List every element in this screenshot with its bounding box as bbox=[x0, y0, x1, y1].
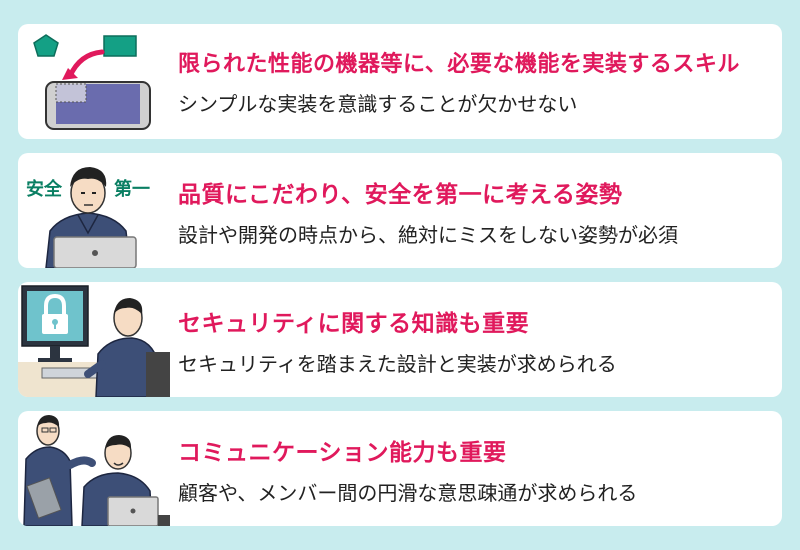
safety-label-left: 安全 bbox=[26, 179, 62, 200]
pentagon-shape-icon bbox=[33, 34, 59, 57]
folder-icon bbox=[26, 477, 62, 519]
card-title: 限られた性能の機器等に、必要な機能を実装するスキル bbox=[178, 52, 740, 77]
skill-card-4: コミュニケーション能力も重要 顧客や、メンバー間の円滑な意思疎通が求められる bbox=[18, 411, 782, 526]
card-description: 顧客や、メンバー間の円滑な意思疎通が求められる bbox=[178, 481, 638, 505]
card-title: セキュリティに関する知識も重要 bbox=[178, 311, 530, 337]
worker-laptop-illustration bbox=[45, 167, 137, 268]
card-description: 設計や開発の時点から、絶対にミスをしない姿勢が必須 bbox=[178, 223, 678, 247]
lock-icon bbox=[44, 293, 66, 314]
arrow-icon bbox=[67, 49, 105, 79]
skill-card-1: 限られた性能の機器等に、必要な機能を実装するスキル シンプルな実装を意識すること… bbox=[18, 24, 782, 139]
card-description: セキュリティを踏まえた設計と実装が求められる bbox=[178, 352, 617, 376]
card-description: シンプルな実装を意識することが欠かせない bbox=[178, 92, 578, 116]
rectangle-shape-icon bbox=[103, 35, 137, 57]
worker-lock-monitor-illustration bbox=[18, 285, 170, 397]
card-title: 品質にこだわり、安全を第一に考える姿勢 bbox=[178, 182, 623, 208]
device-resize-illustration bbox=[33, 34, 151, 130]
safety-label-right: 第一 bbox=[114, 179, 150, 200]
two-workers-talking-illustration bbox=[23, 415, 170, 526]
skill-card-3: セキュリティに関する知識も重要 セキュリティを踏まえた設計と実装が求められる bbox=[18, 282, 782, 397]
card-title: コミュニケーション能力も重要 bbox=[178, 440, 507, 466]
skill-card-2: 安全 第一 品質にこだわり、安全を第一に考える姿勢 設計や開発の時点から、絶対に… bbox=[18, 153, 782, 268]
